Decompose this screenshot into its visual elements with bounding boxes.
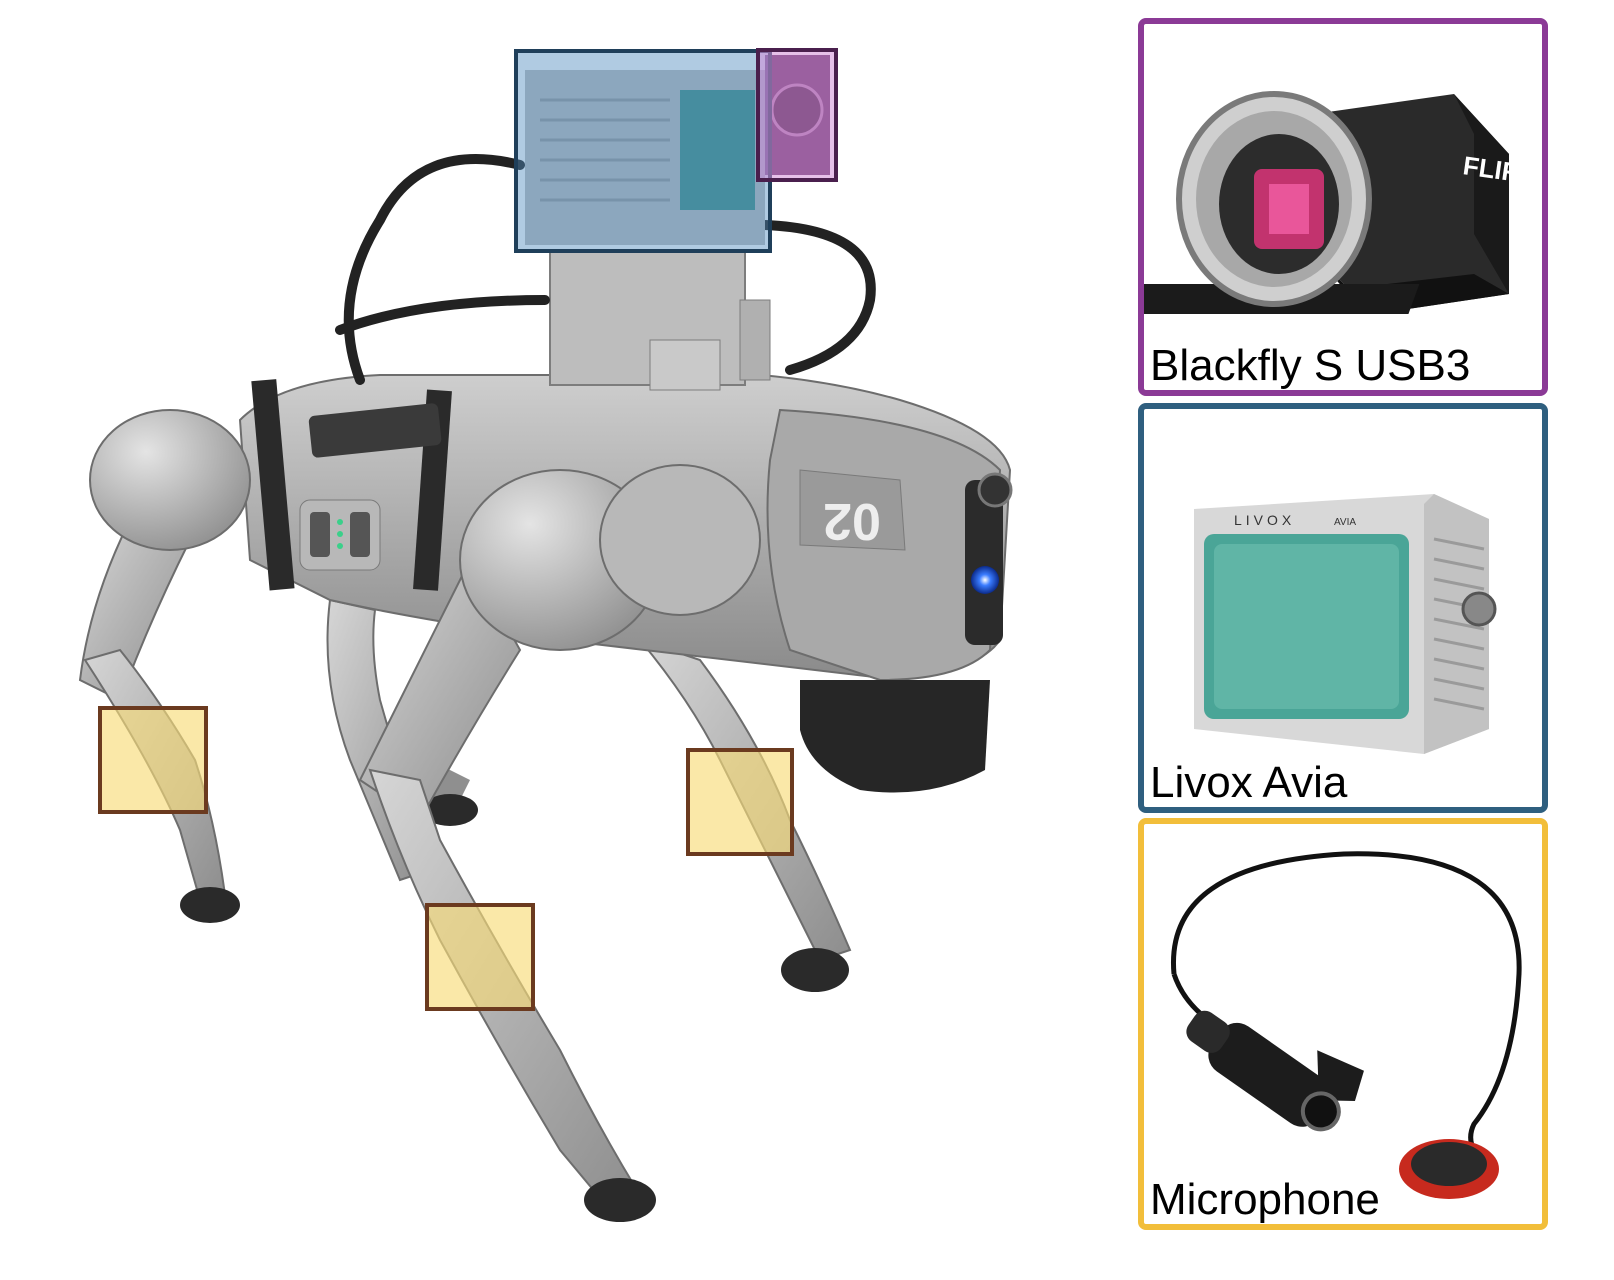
- lidar-label: Livox Avia: [1150, 757, 1348, 807]
- livox-logo-text: LIVOX: [1234, 512, 1295, 528]
- lidar-panel: LIVOX AVIA Livox Avia: [1138, 403, 1548, 813]
- quadruped-robot-drawing: 02: [78, 55, 1013, 1222]
- rear-hip: [89, 409, 251, 551]
- robot-illustration: 02: [78, 48, 1013, 1222]
- body-number: 02: [823, 492, 881, 550]
- sensor-mount: [549, 249, 771, 391]
- contact-mic-box-front-right: [686, 748, 794, 856]
- microphone-label: Microphone: [1150, 1174, 1380, 1224]
- camera-panel: FLIR Blackfly S USB3: [1138, 18, 1548, 396]
- robot-body: 02: [238, 369, 1013, 793]
- cables: [335, 154, 876, 385]
- lidar-highlight-box: [514, 49, 772, 253]
- camera-label: Blackfly S USB3: [1150, 340, 1471, 390]
- camera-highlight-box: [756, 48, 838, 182]
- mounted-lidar: [525, 70, 765, 245]
- lidar-sensor-icon: LIVOX AVIA: [1194, 494, 1497, 754]
- contact-microphone-icon: [1170, 851, 1522, 1199]
- status-led: [971, 566, 999, 594]
- avia-model-text: AVIA: [1334, 517, 1356, 528]
- contact-mic-box-front-left: [425, 903, 535, 1011]
- microphone-panel: Microphone: [1138, 818, 1548, 1230]
- contact-mic-box-rear-left: [98, 706, 208, 814]
- industrial-camera-icon: FLIR: [1144, 91, 1523, 314]
